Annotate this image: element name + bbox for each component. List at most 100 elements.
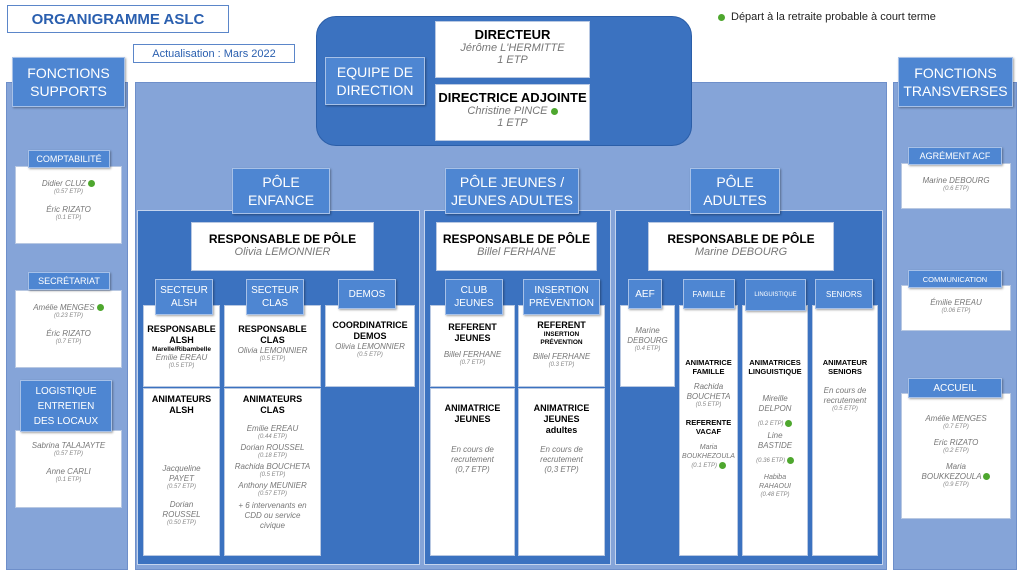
- ling-person-1-last: DELPON: [758, 404, 792, 413]
- retirement-dot-icon: [96, 304, 104, 312]
- club-resp-name: Billel FERHANE: [443, 349, 502, 359]
- accueil-person-1: Amélie MENGES: [925, 414, 987, 423]
- secret-tab: SECRÉTARIAT: [28, 272, 110, 290]
- secret-card: Amélie MENGES (0.23 ETP) Éric RIZATO (0.…: [15, 290, 122, 368]
- seniors-anim-role-2: SENIORS: [828, 367, 862, 376]
- ling-person-3: Habiba: [763, 474, 787, 482]
- logis-etp-2: (0.1 ETP): [55, 477, 82, 483]
- ling-etp-3: (0.48 ETP): [760, 491, 790, 498]
- clas-anim-extra-3: civique: [260, 520, 285, 530]
- club-anim-etp: (0,7 ETP): [455, 464, 490, 474]
- agrement-card: Marine DEBOURG (0.6 ETP): [901, 163, 1011, 209]
- ling-anim-role-1: ANIMATRICES: [749, 358, 801, 367]
- clas-tab: SECTEUR CLAS: [246, 279, 304, 315]
- retirement-dot-icon: [718, 13, 725, 21]
- clas-tab-1: SECTEUR: [251, 285, 299, 296]
- ling-person-3-last: RAHAOUI: [759, 482, 791, 490]
- retirement-dot-icon: [88, 180, 96, 188]
- supports-title: FONCTIONS SUPPORTS: [12, 57, 125, 107]
- accueil-person-3: Maria: [945, 462, 966, 471]
- insertion-anim-role-3: adultes: [545, 424, 578, 435]
- insertion-tab: INSERTION PRÉVENTION: [523, 279, 600, 315]
- seniors-tab: SENIORS: [815, 279, 873, 309]
- enfance-title-2: ENFANCE: [247, 192, 315, 208]
- compta-person-2: Éric RIZATO: [46, 205, 91, 214]
- insertion-resp-etp: (0.3 ETP): [548, 362, 575, 369]
- alsh-anim-person-1: Jacqueline: [162, 463, 201, 473]
- direction-label-2: DIRECTION: [336, 82, 414, 98]
- compta-etp-2: (0.1 ETP): [55, 215, 82, 221]
- clas-anim-etp-4: (0.57 ETP): [257, 490, 287, 497]
- accueil-etp-1: (0.7 ETP): [943, 424, 969, 430]
- accueil-etp-3: (0.9 ETP): [943, 482, 969, 488]
- accueil-card: Amélie MENGES (0.7 ETP) Eric RIZATO (0.2…: [901, 393, 1011, 519]
- enfance-title-1: PÔLE: [262, 173, 300, 190]
- alsh-tab-1: SECTEUR: [160, 285, 208, 296]
- clas-anim-card: ANIMATEURS CLAS Emilie EREAU (0.44 ETP) …: [224, 388, 321, 556]
- accueil-etp-2: (0.2 ETP): [943, 448, 969, 454]
- jeunes-title-2: JEUNES ADULTES: [451, 192, 573, 208]
- ling-etp-2: (0.36 ETP): [756, 458, 786, 465]
- transverses-title-1: FONCTIONS: [914, 64, 997, 81]
- clas-resp-role-1: RESPONSABLE: [238, 324, 307, 334]
- famille-ref-role-2: VACAF: [695, 427, 722, 436]
- insertion-anim-role-2: JEUNES: [543, 413, 580, 424]
- demos-name: Olivia LEMONNIER: [335, 341, 405, 351]
- insertion-resp-role-1: REFERENT: [537, 320, 586, 330]
- alsh-anim-person-2: Dorian: [169, 499, 194, 509]
- logis-person-1: Sabrina TALAJAYTE: [31, 441, 106, 450]
- alsh-resp-role-2: ALSH: [169, 334, 194, 345]
- insertion-resp-card: REFERENT INSERTION PRÉVENTION Billel FER…: [518, 305, 605, 387]
- legend-text: Départ à la retraite probable à court te…: [731, 11, 936, 23]
- club-anim-role-2: JEUNES: [454, 413, 491, 424]
- demos-role-1: COORDINATRICE: [332, 320, 408, 330]
- deputy-role: DIRECTRICE ADJOINTE: [438, 90, 587, 105]
- alsh-anim-etp-2: (0.50 ETP): [166, 519, 196, 526]
- seniors-anim-role-1: ANIMATEUR: [822, 358, 868, 367]
- logis-label-3: DES LOCAUX: [33, 415, 99, 427]
- adultes-resp-card: RESPONSABLE DE PÔLE Marine DEBOURG: [648, 222, 834, 271]
- alsh-anim-role-2: ALSH: [169, 404, 194, 415]
- compta-person-1: Didier CLUZ: [41, 179, 86, 188]
- comm-etp-1: (0.06 ETP): [941, 308, 971, 314]
- enfance-resp-card: RESPONSABLE DE PÔLE Olivia LEMONNIER: [191, 222, 374, 271]
- accueil-person-3-last: BOUKKEZOULA: [921, 472, 982, 481]
- seniors-card: ANIMATEUR SENIORS En cours de recrutemen…: [812, 305, 878, 556]
- enfance-resp-role: RESPONSABLE DE PÔLE: [208, 232, 357, 246]
- clas-resp-name: Olivia LEMONNIER: [237, 345, 308, 355]
- page-title: ORGANIGRAMME ASLC: [7, 5, 229, 33]
- alsh-resp-etp: (0.5 ETP): [168, 363, 195, 370]
- alsh-anim-person-2-last: ROUSSEL: [162, 509, 201, 519]
- retirement-dot-icon: [785, 420, 793, 427]
- famille-card: ANIMATRICE FAMILLE Rachida BOUCHETA (0.5…: [679, 305, 738, 556]
- club-tab-1: CLUB: [460, 285, 488, 296]
- ling-tab: LINGUISTIQUE: [745, 279, 806, 311]
- clas-anim-person-2: Dorian ROUSSEL: [240, 442, 305, 452]
- clas-anim-extra-1: + 6 intervenants en: [238, 500, 307, 510]
- clas-anim-person-4: Anthony MEUNIER: [238, 480, 307, 490]
- clas-anim-etp-1: (0.44 ETP): [257, 433, 287, 440]
- clas-resp-role-2: CLAS: [260, 334, 285, 345]
- deputy-card: DIRECTRICE ADJOINTE Christine PINCE 1 ET…: [435, 84, 590, 141]
- aef-card: Marine DEBOURG (0.4 ETP): [620, 305, 675, 387]
- clas-resp-etp: (0.5 ETP): [259, 355, 286, 362]
- legend: Départ à la retraite probable à court te…: [718, 11, 936, 23]
- club-resp-role-1: REFERENT: [448, 322, 497, 332]
- adultes-title-2: ADULTES: [703, 192, 767, 208]
- enfance-title: PÔLE ENFANCE: [232, 168, 330, 214]
- alsh-resp-name: Emilie EREAU: [155, 353, 208, 363]
- direction-label-1: EQUIPE DE: [336, 63, 414, 80]
- agrement-tab: AGRÉMENT ACF: [908, 147, 1002, 165]
- famille-ref-role-1: REFERENTE: [685, 418, 732, 427]
- club-resp-role-2: JEUNES: [454, 332, 491, 343]
- jeunes-resp-role: RESPONSABLE DE PÔLE: [442, 232, 591, 246]
- direction-tab: EQUIPE DE DIRECTION: [325, 57, 425, 105]
- famille-tab: FAMILLE: [683, 279, 735, 309]
- club-resp-etp: (0.7 ETP): [459, 359, 486, 366]
- ling-person-2: Line: [767, 431, 783, 441]
- clas-anim-person-1: Emilie EREAU: [246, 423, 299, 433]
- alsh-anim-etp-1: (0.57 ETP): [166, 483, 196, 490]
- clas-anim-etp-3: (0.5 ETP): [259, 471, 286, 478]
- famille-etp-1: (0.5 ETP): [695, 402, 722, 408]
- compta-etp-1: (0.57 ETP): [53, 189, 83, 195]
